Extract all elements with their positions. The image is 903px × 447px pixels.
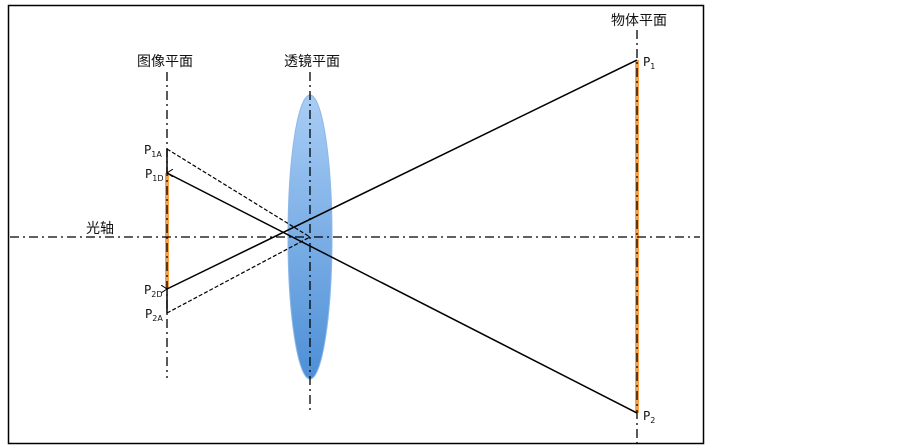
object-plane-label: 物体平面 xyxy=(611,13,667,29)
optical-axis-label: 光轴 xyxy=(86,221,114,237)
image-plane-label: 图像平面 xyxy=(137,54,193,70)
ray-p2-to-p1d xyxy=(166,172,638,414)
point-p1a-label: P1A xyxy=(144,143,162,159)
ray-p1a-dashed xyxy=(166,148,311,238)
point-p1-label: P1 xyxy=(643,55,655,71)
point-p1d-label: P1D xyxy=(145,167,164,183)
point-p2a-label: P2A xyxy=(145,307,163,323)
point-p2-label: P2 xyxy=(643,409,655,425)
ray-p2a-dashed xyxy=(166,236,311,314)
frame-border xyxy=(7,4,705,445)
lens-plane-label: 透镜平面 xyxy=(284,54,340,70)
point-p2d-label: P2D xyxy=(144,283,163,299)
ray-p1-to-p2d xyxy=(166,59,638,290)
